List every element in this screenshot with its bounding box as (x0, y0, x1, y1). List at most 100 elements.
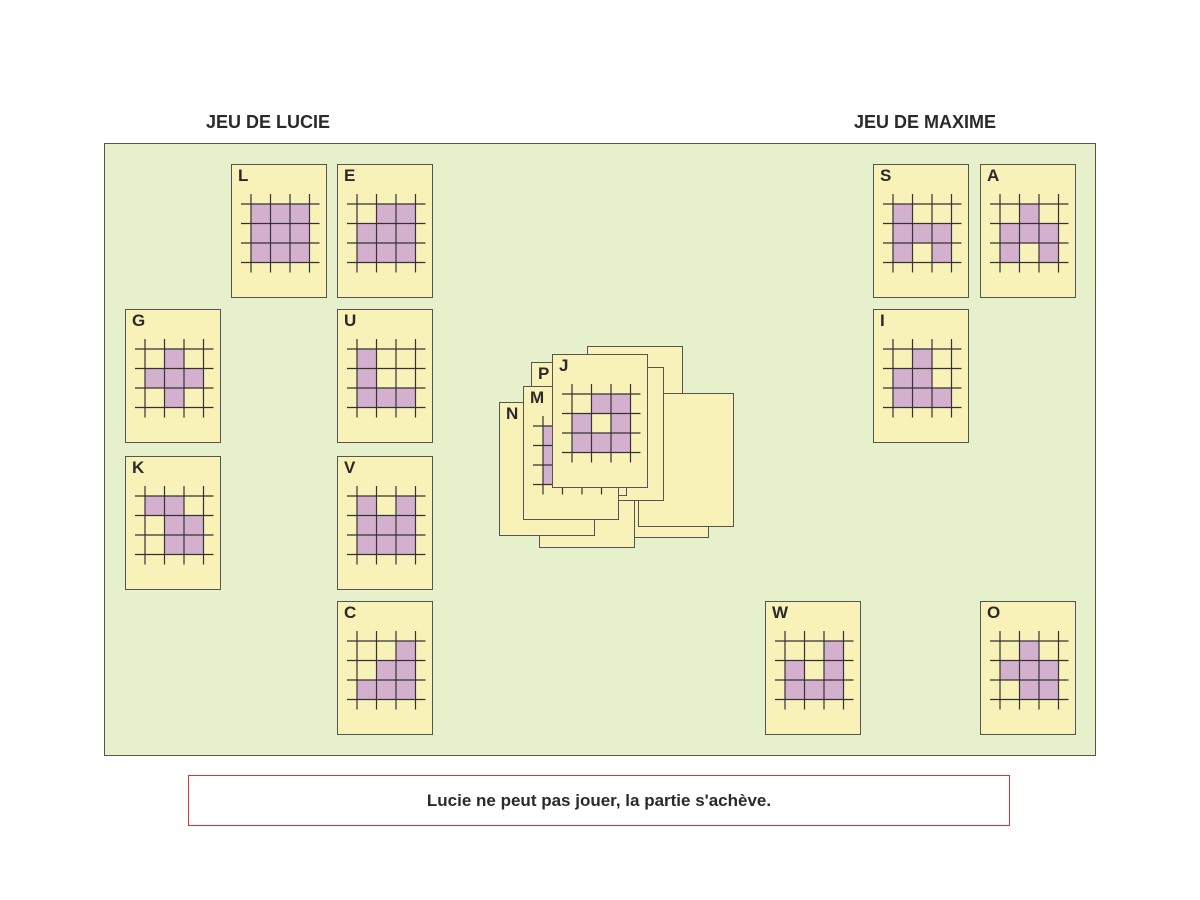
filled-cell (932, 243, 952, 263)
card-g[interactable]: G (125, 309, 221, 443)
filled-cell (1039, 223, 1059, 243)
filled-cell (824, 680, 844, 700)
shape-grid (990, 631, 1069, 710)
card-label: G (132, 311, 146, 330)
filled-cell (376, 204, 396, 224)
card-label: J (559, 356, 569, 375)
card-k[interactable]: K (125, 456, 221, 590)
filled-cell (290, 243, 310, 263)
filled-cell (164, 388, 184, 408)
shape-grid (241, 194, 320, 273)
lucie-heading: JEU DE LUCIE (205, 112, 331, 132)
filled-cell (912, 349, 932, 369)
filled-cell (1000, 660, 1020, 680)
shape-grid (347, 486, 426, 565)
filled-cell (893, 223, 913, 243)
shape-grid (775, 631, 854, 710)
filled-cell (164, 349, 184, 369)
filled-cell (184, 515, 204, 535)
card-s[interactable]: S (873, 164, 969, 298)
filled-cell (824, 641, 844, 661)
filled-cell (912, 388, 932, 408)
card-label: L (238, 166, 249, 185)
filled-cell (1039, 680, 1059, 700)
filled-cell (357, 368, 377, 388)
filled-cell (1039, 660, 1059, 680)
card-w[interactable]: W (765, 601, 861, 735)
card-a[interactable]: A (980, 164, 1076, 298)
filled-cell (396, 223, 416, 243)
filled-cell (145, 496, 165, 516)
card-label: P (538, 364, 550, 383)
filled-cell (932, 388, 952, 408)
filled-cell (785, 680, 805, 700)
shape-grid (883, 194, 962, 273)
filled-cell (572, 413, 592, 433)
card-e[interactable]: E (337, 164, 433, 298)
filled-cell (824, 660, 844, 680)
card-j[interactable]: J (552, 354, 648, 488)
filled-cell (611, 413, 631, 433)
filled-cell (376, 388, 396, 408)
filled-cell (376, 243, 396, 263)
filled-cell (1019, 223, 1039, 243)
filled-cell (396, 388, 416, 408)
filled-cell (357, 515, 377, 535)
card-v[interactable]: V (337, 456, 433, 590)
filled-cell (376, 680, 396, 700)
shape-grid (347, 194, 426, 273)
shape-grid (562, 384, 641, 463)
filled-cell (893, 368, 913, 388)
filled-cell (572, 433, 592, 453)
filled-cell (376, 223, 396, 243)
filled-cell (1000, 243, 1020, 263)
filled-cell (164, 535, 184, 555)
maxime-heading: JEU DE MAXIME (853, 112, 997, 132)
filled-cell (396, 641, 416, 661)
card-label: M (530, 388, 545, 407)
card-label: S (880, 166, 892, 185)
filled-cell (611, 394, 631, 414)
filled-cell (804, 680, 824, 700)
shape-grid (135, 339, 214, 418)
card-label: A (987, 166, 1000, 185)
filled-cell (357, 223, 377, 243)
filled-cell (164, 368, 184, 388)
filled-cell (932, 223, 952, 243)
card-o[interactable]: O (980, 601, 1076, 735)
filled-cell (251, 204, 271, 224)
filled-cell (912, 223, 932, 243)
filled-cell (893, 388, 913, 408)
filled-cell (396, 204, 416, 224)
filled-cell (251, 223, 271, 243)
filled-cell (270, 243, 290, 263)
card-label: V (344, 458, 356, 477)
status-message-text: Lucie ne peut pas jouer, la partie s'ach… (426, 790, 772, 810)
filled-cell (1039, 243, 1059, 263)
filled-cell (357, 388, 377, 408)
card-i[interactable]: I (873, 309, 969, 443)
card-l[interactable]: L (231, 164, 327, 298)
filled-cell (591, 433, 611, 453)
filled-cell (357, 243, 377, 263)
filled-cell (357, 496, 377, 516)
filled-cell (1019, 204, 1039, 224)
filled-cell (357, 535, 377, 555)
card-u[interactable]: U (337, 309, 433, 443)
card-label: K (132, 458, 145, 477)
card-c[interactable]: C (337, 601, 433, 735)
filled-cell (611, 433, 631, 453)
filled-cell (396, 243, 416, 263)
filled-cell (396, 496, 416, 516)
status-message: Lucie ne peut pas jouer, la partie s'ach… (188, 775, 1010, 826)
filled-cell (251, 243, 271, 263)
filled-cell (357, 680, 377, 700)
card-label: E (344, 166, 356, 185)
shape-grid (990, 194, 1069, 273)
filled-cell (164, 496, 184, 516)
filled-cell (357, 349, 377, 369)
card-label: U (344, 311, 357, 330)
filled-cell (290, 204, 310, 224)
filled-cell (1000, 223, 1020, 243)
filled-cell (893, 204, 913, 224)
